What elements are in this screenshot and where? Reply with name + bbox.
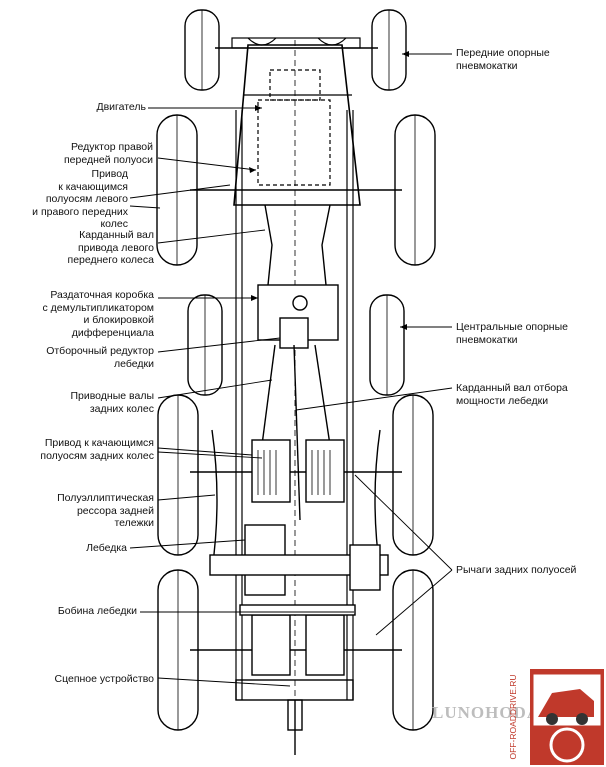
pto-reducer: [279, 317, 309, 349]
front-bumper: [231, 37, 361, 49]
label-center-tyres: Центральные опорные пневмокатки: [456, 321, 568, 346]
rear-diff-right-2: [305, 614, 345, 676]
label-rear-levers: Рычаги задних полуосей: [456, 564, 577, 576]
label-hitch: Сцепное устройство: [54, 673, 155, 685]
label-front-tyres: Передние опорные пневмокатки: [456, 47, 550, 72]
winch-plate: [239, 604, 356, 616]
label-cardan-left-front: Карданный вал привода левого переднего к…: [67, 229, 154, 266]
label-engine: Двигатель: [96, 101, 146, 113]
label-winch: Лебедка: [86, 542, 127, 554]
drive-shaft-right: [314, 344, 331, 446]
label-reducer-right-front: Редуктор правой передней полуоси: [63, 141, 153, 166]
spring-left: [211, 429, 218, 571]
winch-shaft: [209, 554, 389, 576]
drive-shaft-left: [261, 344, 276, 446]
label-drive-shafts-rear: Приводные валы задних колес: [70, 390, 154, 415]
label-pto-cardan: Карданный вал отбора мощности лебедки: [456, 382, 568, 407]
label-pto-reducer: Отборочный редуктор лебедки: [46, 345, 154, 370]
rear-frame: [235, 679, 354, 701]
rear-diff-left-2: [251, 614, 291, 676]
engine-hood: [233, 44, 361, 206]
label-winch-drum: Бобина лебедки: [57, 605, 137, 617]
watermark-logo-icon: [530, 669, 604, 765]
engine-block: [257, 99, 331, 186]
label-drive-swing-rear: Привод к качающимся полуосям задних коле…: [40, 437, 154, 462]
label-spring-rear: Полуэллиптическая рессора задней тележки: [57, 492, 154, 529]
label-transfer-case: Раздаточная коробка с демультипликатором…: [42, 289, 154, 339]
winch-drum: [349, 544, 381, 591]
watermark-vertical: OFF-ROADDRIVE.RU: [508, 674, 518, 760]
cardan-left-front: [264, 204, 273, 286]
pto-cardan: [293, 344, 301, 521]
hitch: [287, 699, 303, 731]
label-drive-swing-front: Привод к качающимся полуосям левого и пр…: [32, 168, 128, 230]
cardan-right-front: [321, 204, 331, 286]
